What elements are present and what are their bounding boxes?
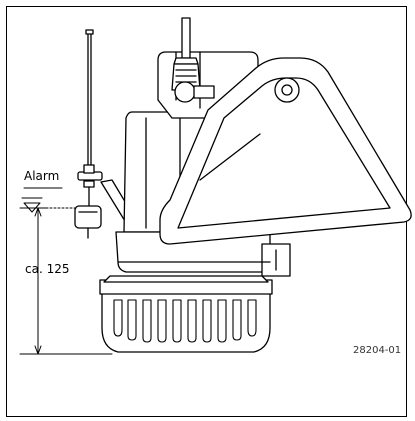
pump-lower-body <box>115 231 291 277</box>
drawing-reference-number: 28204-01 <box>353 345 402 356</box>
float-rod <box>85 29 94 169</box>
dimension-line <box>19 207 113 355</box>
alarm-label: Alarm <box>24 169 60 183</box>
hinge-knob <box>174 81 215 103</box>
pump-strainer <box>99 275 273 353</box>
dimension-label: ca. 125 <box>25 262 70 276</box>
pump-handle <box>159 57 412 245</box>
